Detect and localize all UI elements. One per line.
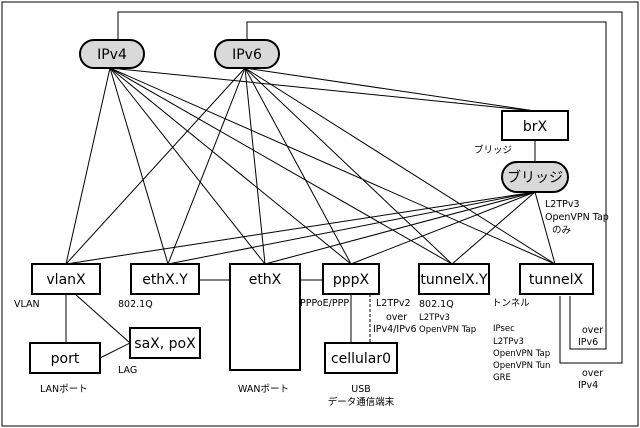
vlanx-node: vlanX [31,263,101,295]
over-ipv4-caption-2: IPv4 [578,380,598,391]
bridge-note-3: のみ [552,225,571,236]
vlanx-label: vlanX [46,272,86,288]
tunnelx-node: tunnelX [519,263,594,295]
tunnelxy-note-1: 802.1Q [419,299,454,310]
pppx-node: pppX [322,263,380,295]
ipv6-label: IPv6 [232,47,262,63]
ipv4-label: IPv4 [97,47,127,63]
over-ipv4-caption-1: over [582,368,603,379]
ethxy-label: ethX.Y [142,272,188,288]
sax-label: saX, poX [134,336,196,352]
sax-node: saX, poX [129,327,201,359]
brx-label: brX [523,119,548,135]
bridge-note-2: OpenVPN Tap [545,212,609,223]
ethx-label: ethX [249,272,282,288]
wan-port-caption: WANポート [238,384,289,395]
dot1q-caption: 802.1Q [118,299,153,310]
over-caption: over [386,312,407,323]
tunnelxy-note-3: OpenVPN Tap [419,325,476,335]
lag-caption: LAG [118,365,137,376]
tunnel-type-gre: GRE [493,373,511,383]
ipv4-node: IPv4 [79,39,145,69]
bridge-note-1: L2TPv3 [545,199,580,210]
brx-node: brX [501,110,569,141]
bridge-label: ブリッジ [507,169,563,186]
port-label: port [51,351,80,367]
brx-caption: ブリッジ [474,144,512,156]
over-ipv6-caption-1: over [582,325,603,336]
tunnel-type-openvpn-tap: OpenVPN Tap [493,349,550,359]
usb-caption: USB [351,384,371,395]
vlan-caption: VLAN [14,299,40,310]
lan-port-caption: LANポート [40,384,88,395]
tunnelx-label: tunnelX [529,272,584,288]
ethx-node: ethX [229,263,301,371]
tunnelxy-note-2: L2TPv3 [419,313,450,323]
tunnelxy-label: tunnelX.Y [420,272,488,288]
over-ipv6-caption-2: IPv6 [578,337,598,348]
usb-device-caption: データ通信端末 [328,396,395,408]
tunnel-type-l2tpv3: L2TPv3 [493,337,524,347]
ipv6-node: IPv6 [214,39,280,69]
port-node: port [29,342,101,374]
cellular-label: cellular0 [331,351,391,367]
cellular-node: cellular0 [324,342,398,374]
pppx-label: pppX [333,272,370,288]
over-ip-caption: IPv4/IPv6 [373,324,417,335]
l2tpv2-caption: L2TPv2 [376,298,411,309]
connection-lines [65,11,623,364]
bridge-node: ブリッジ [501,161,569,193]
tunnelxy-node: tunnelX.Y [418,263,490,295]
tunnel-type-openvpn-tun: OpenVPN Tun [493,361,550,371]
ethxy-node: ethX.Y [130,263,200,295]
tunnel-type-ipsec: IPsec [493,324,515,334]
tunnel-caption: トンネル [492,298,530,309]
pppoe-caption: PPPoE/PPP [300,298,349,309]
